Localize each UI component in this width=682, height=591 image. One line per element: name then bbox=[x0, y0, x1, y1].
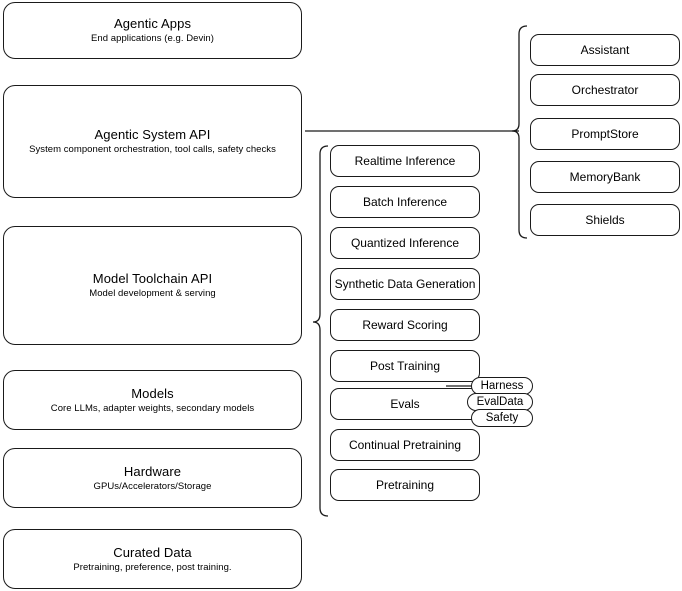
layer-agentic-apps[interactable]: Agentic Apps End applications (e.g. Devi… bbox=[3, 2, 302, 59]
layer-models[interactable]: Models Core LLMs, adapter weights, secon… bbox=[3, 370, 302, 430]
layer-curated-data[interactable]: Curated Data Pretraining, preference, po… bbox=[3, 529, 302, 589]
system-item-assistant[interactable]: Assistant bbox=[530, 34, 680, 66]
layer-title: Curated Data bbox=[113, 544, 192, 560]
layer-title: Agentic System API bbox=[94, 127, 211, 142]
layer-subtitle: Core LLMs, adapter weights, secondary mo… bbox=[50, 402, 255, 414]
system-item-promptstore[interactable]: PromptStore bbox=[530, 118, 680, 150]
eval-tag-safety[interactable]: Safety bbox=[471, 409, 533, 427]
eval-tag-label: EvalData bbox=[476, 396, 524, 408]
layer-subtitle: Model development & serving bbox=[89, 288, 216, 299]
toolchain-items-brace bbox=[312, 145, 329, 517]
toolchain-item-synthetic-data-generation[interactable]: Synthetic Data Generation bbox=[330, 268, 480, 300]
eval-tag-label: Harness bbox=[480, 380, 524, 392]
toolchain-item-label: Continual Pretraining bbox=[348, 438, 462, 452]
layer-subtitle: End applications (e.g. Devin) bbox=[91, 33, 214, 44]
eval-tag-label: Safety bbox=[485, 412, 519, 424]
toolchain-item-label: Synthetic Data Generation bbox=[334, 277, 476, 291]
toolchain-item-label: Pretraining bbox=[375, 478, 435, 492]
system-items-brace bbox=[511, 25, 528, 239]
layer-subtitle: System component orchestration, tool cal… bbox=[29, 144, 276, 155]
system-item-label: Assistant bbox=[580, 43, 630, 57]
toolchain-item-label: Reward Scoring bbox=[362, 318, 448, 332]
toolchain-item-label: Post Training bbox=[369, 359, 441, 373]
system-item-label: Shields bbox=[585, 213, 625, 227]
toolchain-item-label: Batch Inference bbox=[362, 195, 448, 209]
layer-agentic-system-api[interactable]: Agentic System API System component orch… bbox=[3, 85, 302, 198]
toolchain-item-batch-inference[interactable]: Batch Inference bbox=[330, 186, 480, 218]
toolchain-item-evals[interactable]: Evals bbox=[330, 388, 480, 420]
toolchain-item-post-training[interactable]: Post Training bbox=[330, 350, 480, 382]
layer-title: Models bbox=[131, 385, 174, 401]
system-item-memorybank[interactable]: MemoryBank bbox=[530, 161, 680, 193]
eval-tag-evaldata[interactable]: EvalData bbox=[467, 393, 533, 411]
layer-title: Model Toolchain API bbox=[92, 271, 213, 286]
toolchain-item-realtime-inference[interactable]: Realtime Inference bbox=[330, 145, 480, 177]
system-item-label: Orchestrator bbox=[571, 83, 639, 97]
toolchain-item-reward-scoring[interactable]: Reward Scoring bbox=[330, 309, 480, 341]
toolchain-item-label: Evals bbox=[390, 397, 420, 411]
layer-model-toolchain-api[interactable]: Model Toolchain API Model development & … bbox=[3, 226, 302, 345]
system-item-label: MemoryBank bbox=[569, 170, 641, 184]
system-item-orchestrator[interactable]: Orchestrator bbox=[530, 74, 680, 106]
toolchain-item-label: Realtime Inference bbox=[354, 154, 456, 168]
layer-subtitle: GPUs/Accelerators/Storage bbox=[93, 480, 212, 492]
layer-hardware[interactable]: Hardware GPUs/Accelerators/Storage bbox=[3, 448, 302, 508]
toolchain-item-pretraining[interactable]: Pretraining bbox=[330, 469, 480, 501]
layer-title: Agentic Apps bbox=[113, 16, 192, 31]
layer-title: Hardware bbox=[123, 463, 182, 479]
toolchain-item-label: Quantized Inference bbox=[350, 236, 460, 250]
system-item-shields[interactable]: Shields bbox=[530, 204, 680, 236]
system-item-label: PromptStore bbox=[571, 127, 639, 141]
layer-subtitle: Pretraining, preference, post training. bbox=[73, 561, 232, 573]
toolchain-item-continual-pretraining[interactable]: Continual Pretraining bbox=[330, 429, 480, 461]
toolchain-item-quantized-inference[interactable]: Quantized Inference bbox=[330, 227, 480, 259]
